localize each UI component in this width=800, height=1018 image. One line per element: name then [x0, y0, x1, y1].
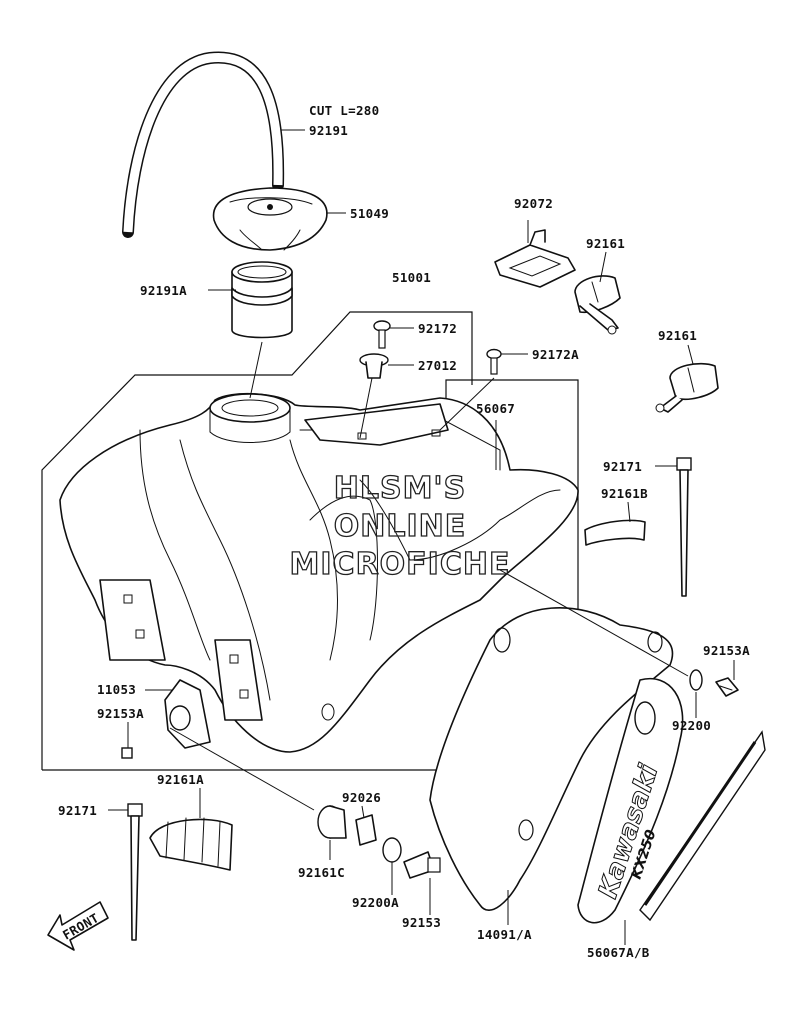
label-92200: 92200: [672, 718, 711, 733]
bolt-92153: [403, 851, 441, 879]
side-shroud: [429, 607, 674, 911]
label-92161-upper: 92161: [586, 236, 625, 251]
washer-92200: [689, 669, 703, 691]
bolt-92172A: [486, 348, 502, 375]
label-92161C: 92161C: [298, 865, 345, 880]
strap-92072: [494, 229, 576, 288]
clamp-92161-upper: [574, 275, 621, 335]
label-92072: 92072: [514, 196, 553, 211]
clamp-92161-right: [655, 362, 719, 413]
label-51049: 51049: [350, 206, 389, 221]
label-14091A: 14091/A: [477, 927, 532, 942]
leader-lines: [108, 129, 735, 945]
label-92200A: 92200A: [352, 895, 399, 910]
label-92161B: 92161B: [601, 486, 648, 501]
label-92171-right: 92171: [603, 459, 642, 474]
label-11053: 11053: [97, 682, 136, 697]
pad-92161B: [584, 519, 646, 546]
watermark-line-1: HLSM'S: [334, 471, 466, 506]
label-51001: 51001: [392, 270, 431, 285]
part-labels: CUT L=280 92191 51049 92191A 51001 92172…: [58, 103, 750, 960]
label-92191: 92191: [309, 123, 348, 138]
pad-92161A: [149, 817, 233, 871]
label-92161A: 92161A: [157, 772, 204, 787]
label-92172: 92172: [418, 321, 457, 336]
cable-tie-right: [676, 457, 692, 597]
label-56067: 56067: [476, 401, 515, 416]
front-direction-arrow: FRONT: [47, 901, 109, 951]
fuel-cap: [212, 187, 328, 251]
label-92171-left: 92171: [58, 803, 97, 818]
filler-neck: [231, 261, 293, 339]
bolt-92172: [373, 320, 391, 349]
label-92172A: 92172A: [532, 347, 579, 362]
label-92153: 92153: [402, 915, 441, 930]
bolt-92153A-right: [715, 677, 739, 697]
label-92153A-right: 92153A: [703, 643, 750, 658]
collar-92026: [355, 814, 377, 846]
label-92161-right: 92161: [658, 328, 697, 343]
label-92191A: 92191A: [140, 283, 187, 298]
watermark-line-2: ONLINE: [334, 509, 467, 544]
watermark-line-3: MICROFICHE: [290, 547, 511, 582]
washer-92200A: [382, 837, 402, 863]
breather-hose: [122, 51, 285, 238]
label-92026: 92026: [342, 790, 381, 805]
grommet-27012: [359, 353, 389, 379]
cable-tie-left: [127, 803, 143, 941]
fuel-tank: [59, 392, 579, 753]
watermark: HLSM'S ONLINE MICROFICHE: [289, 470, 511, 582]
label-56067AB: 56067A/B: [587, 945, 650, 960]
label-cut-note: CUT L=280: [309, 103, 379, 118]
bolt-92153A-left: [121, 747, 133, 759]
label-92153A-left: 92153A: [97, 706, 144, 721]
damper-92161C: [317, 805, 347, 839]
label-27012: 27012: [418, 358, 457, 373]
